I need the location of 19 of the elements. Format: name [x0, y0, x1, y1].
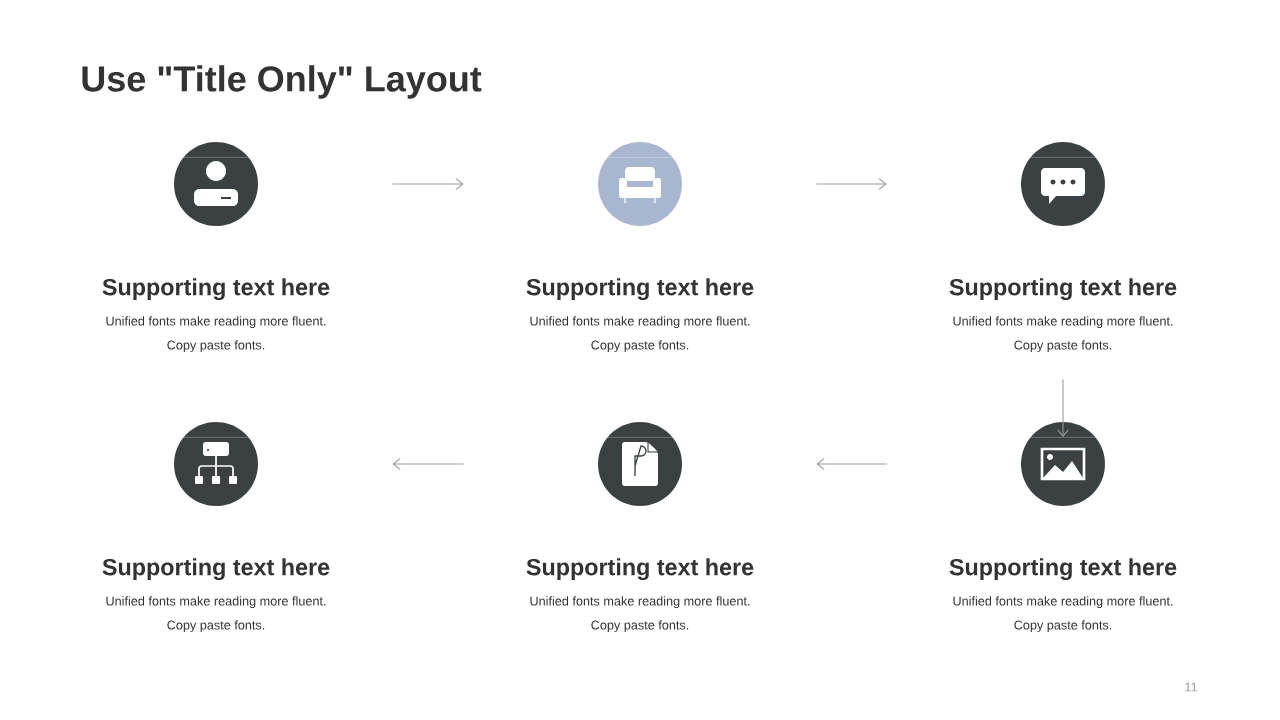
heading: Supporting text here — [526, 278, 754, 301]
arrow — [1057, 378, 1069, 438]
arrow — [816, 458, 888, 470]
title: Use "Title Only" Layout — [82, 65, 482, 99]
arrow — [391, 178, 464, 190]
body-text: Unified fonts make reading more fluent. Copy paste fonts. — [530, 316, 750, 353]
body-text: Unified fonts make reading more fluent. Copy paste fonts. — [106, 596, 326, 633]
heading: Supporting text here — [949, 278, 1177, 301]
heading: Supporting text here — [102, 558, 330, 581]
arrow — [815, 178, 887, 190]
heading: Supporting text here — [102, 278, 330, 301]
body-text: Unified fonts make reading more fluent. Copy paste fonts. — [530, 596, 750, 633]
body-text: Unified fonts make reading more fluent. Copy paste fonts. — [106, 316, 326, 353]
body-text: Unified fonts make reading more fluent. Copy paste fonts. — [953, 316, 1173, 353]
heading: Supporting text here — [526, 558, 754, 581]
body-text: Unified fonts make reading more fluent. Copy paste fonts. — [953, 596, 1173, 633]
heading: Supporting text here — [949, 558, 1177, 581]
arrow — [392, 458, 465, 470]
page-number: 11 — [1185, 682, 1197, 692]
